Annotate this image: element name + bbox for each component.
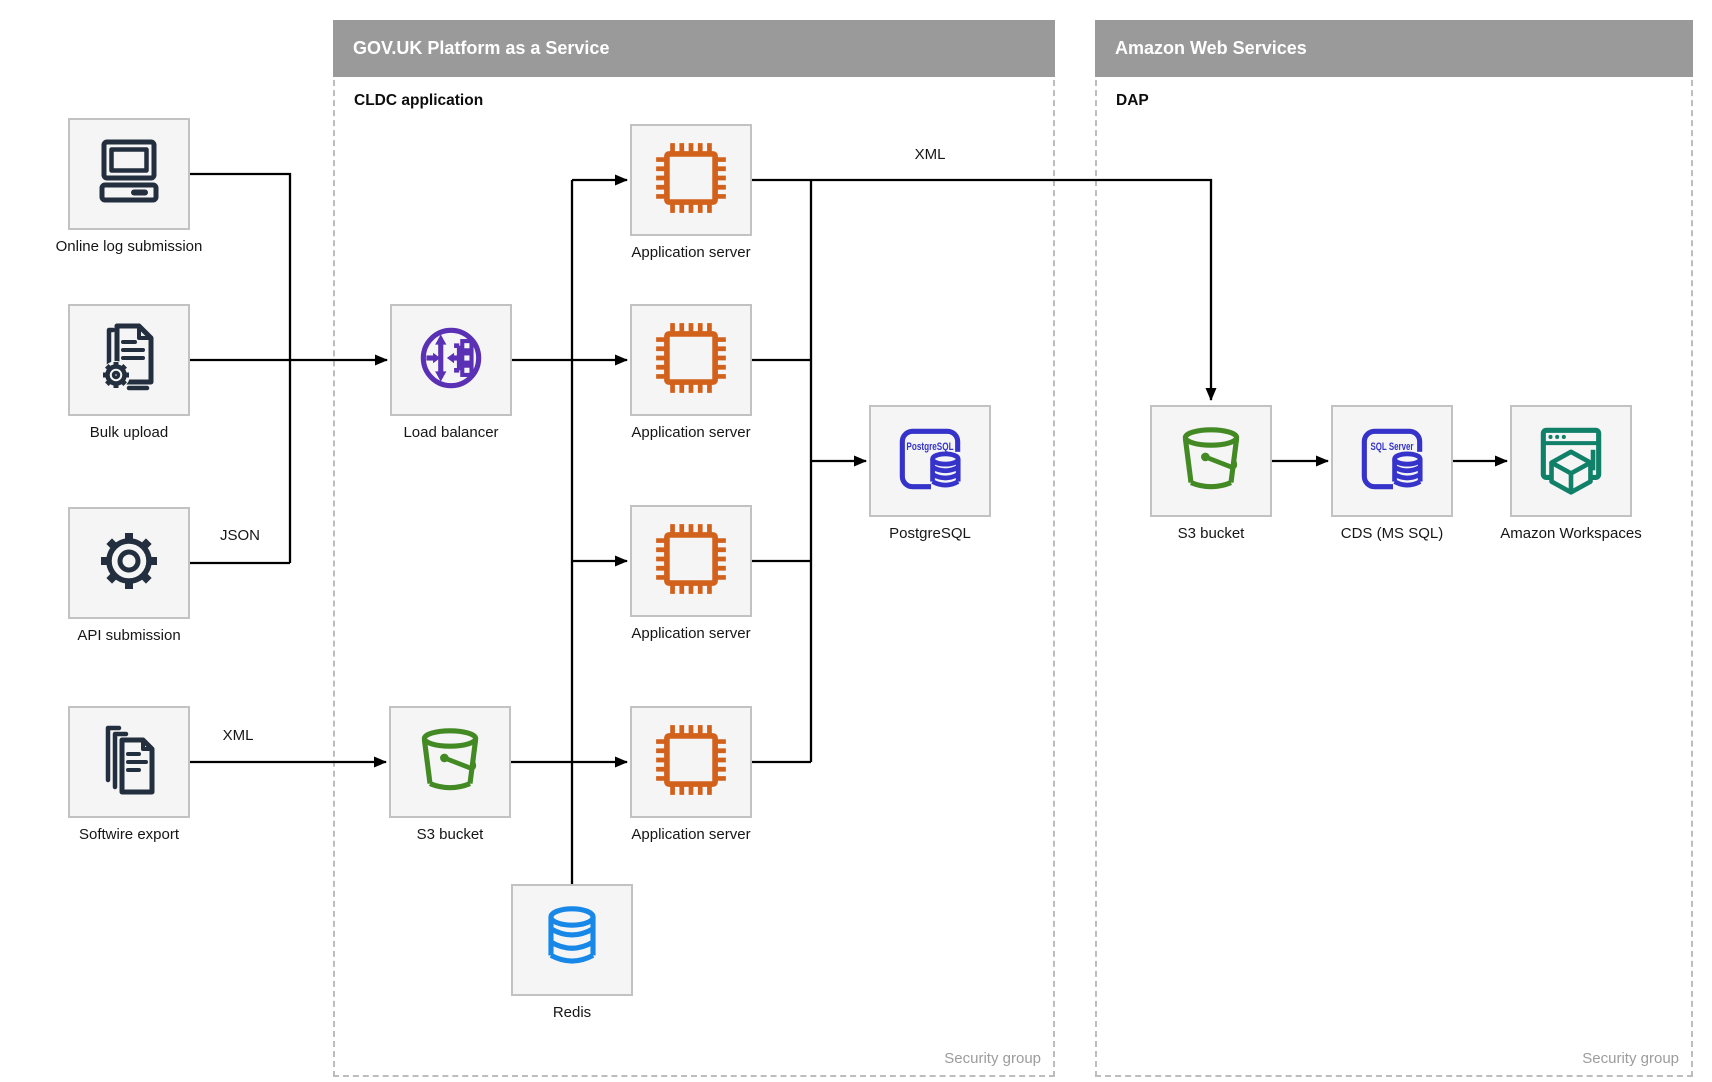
sql-server-icon-text: SQL Server <box>1370 440 1414 452</box>
s3-bucket-icon <box>409 719 491 806</box>
postgresql-icon: PostgreSQL <box>889 418 971 505</box>
node-label: Amazon Workspaces <box>1500 525 1642 542</box>
edge-label-xml-softwire: XML <box>222 727 254 744</box>
s3-bucket-icon <box>1170 418 1252 505</box>
redis-icon <box>531 897 613 984</box>
aws-header: Amazon Web Services <box>1095 20 1693 77</box>
node-amazon-workspaces: Amazon Workspaces <box>1476 405 1666 542</box>
edge-label-json: JSON <box>219 527 260 544</box>
node-application-server-2: Application server <box>596 304 786 441</box>
desktop-computer-icon <box>89 134 169 215</box>
dap-label: DAP <box>1116 92 1149 109</box>
node-application-server-1: Application server <box>596 124 786 261</box>
govuk-paas-container: GOV.UK Platform as a Service CLDC applic… <box>333 20 1055 1077</box>
node-label: S3 bucket <box>416 826 484 843</box>
node-label: PostgreSQL <box>889 525 971 542</box>
cldc-application-label: CLDC application <box>354 92 484 109</box>
node-postgresql: PostgreSQL PostgreSQL <box>835 405 1025 542</box>
document-gear-icon <box>89 318 169 403</box>
govuk-security-group-label: Security group <box>944 1050 1041 1067</box>
node-label: CDS (MS SQL) <box>1340 525 1444 542</box>
documents-stack-icon <box>89 720 169 805</box>
aws-security-group-label: Security group <box>1582 1050 1679 1067</box>
node-label: Application server <box>631 244 751 261</box>
node-label: Bulk upload <box>89 424 169 441</box>
chip-icon <box>650 518 732 605</box>
node-s3-bucket-aws: S3 bucket <box>1116 405 1306 542</box>
node-label: S3 bucket <box>1177 525 1245 542</box>
node-cds-ms-sql: SQL Server CDS (MS SQL) <box>1297 405 1487 542</box>
node-label: API submission <box>77 627 181 644</box>
workspaces-icon <box>1530 418 1612 505</box>
node-online-log-submission: Online log submission <box>34 118 224 255</box>
node-redis: Redis <box>477 884 667 1021</box>
gear-icon <box>89 521 169 606</box>
govuk-paas-header: GOV.UK Platform as a Service <box>333 20 1055 77</box>
edge-online-to-junction <box>190 172 292 563</box>
node-application-server-3: Application server <box>596 505 786 642</box>
node-load-balancer: Load balancer <box>356 304 546 441</box>
node-s3-bucket-govuk: S3 bucket <box>355 706 545 843</box>
node-label: Application server <box>631 625 751 642</box>
aws-container: Amazon Web Services DAP Security group <box>1095 20 1693 1077</box>
node-label: Application server <box>631 826 751 843</box>
chip-icon <box>650 719 732 806</box>
edge-app1-to-aws-s3 <box>752 178 1217 401</box>
load-balancer-icon <box>410 317 492 404</box>
chip-icon <box>650 137 732 224</box>
node-application-server-4: Application server <box>596 706 786 843</box>
node-label: Redis <box>552 1004 592 1021</box>
node-softwire-export: Softwire export <box>34 706 224 843</box>
sql-server-icon: SQL Server <box>1351 418 1433 505</box>
govuk-paas-title: GOV.UK Platform as a Service <box>353 38 610 58</box>
node-api-submission: API submission <box>34 507 224 644</box>
chip-icon <box>650 317 732 404</box>
node-label: Load balancer <box>403 424 499 441</box>
node-label: Softwire export <box>78 826 180 843</box>
node-label: Application server <box>631 424 751 441</box>
node-label: Online log submission <box>55 238 203 255</box>
edge-label-xml-top: XML <box>914 146 946 163</box>
node-bulk-upload: Bulk upload <box>34 304 224 441</box>
aws-title: Amazon Web Services <box>1115 38 1307 58</box>
postgresql-icon-text: PostgreSQL <box>906 440 953 452</box>
